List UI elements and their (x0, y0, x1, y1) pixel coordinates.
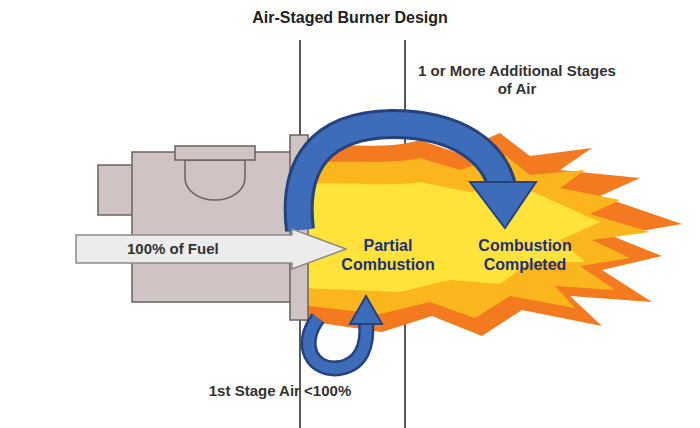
fuel-arrow: 100% of Fuel (75, 228, 347, 270)
zone-label: Combustion Completed (455, 236, 595, 274)
flame-middle (300, 155, 650, 318)
first-air-arrow (309, 318, 367, 368)
diagram-title: Air-Staged Burner Design (150, 8, 550, 27)
staged-air-arrowhead (470, 182, 536, 228)
inlet-flange (175, 146, 255, 160)
staged-air-arrow (299, 124, 503, 230)
air-inlet (185, 160, 245, 200)
burner-housing (132, 152, 292, 302)
flame-core (300, 182, 600, 292)
staged-air-arrow-edge (299, 124, 503, 230)
first-air-arrowhead (350, 296, 382, 324)
first-air-label: 1st Stage Air <100% (190, 382, 370, 400)
fuel-arrow-outline (76, 229, 346, 269)
stage-air-label: 1 or More Additional Stages of Air (412, 62, 622, 98)
zone-label: Partial Combustion (318, 236, 458, 274)
fuel-label: 100% of Fuel (75, 228, 347, 270)
first-air-arrow-edge (309, 318, 367, 368)
